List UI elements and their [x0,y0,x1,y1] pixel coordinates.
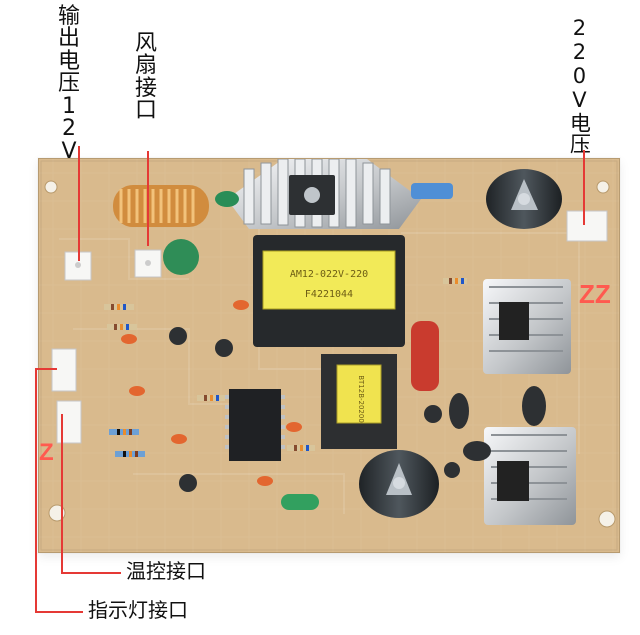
connector-output [64,251,92,281]
line-indicator-vertical [35,368,37,613]
line-temp-vertical [61,414,63,574]
temp-control-label: 温控接口 [126,559,206,583]
inductor-coil [113,185,209,227]
right-heatsink-lower [484,427,576,525]
pcb-illustration: AM12-022V-220 F4221044 [39,158,619,552]
line-fan-vertical [147,151,149,246]
line-temp-bottom [61,572,121,574]
transformer-code-1: AM12-022V-220 [290,269,368,280]
connector-fan [134,249,162,278]
red-zz-top: ZZ [579,279,611,309]
red-capacitor [411,321,439,391]
right-heatsink-upper [483,279,571,374]
top-heatsink [227,158,421,229]
transformer-code-2: F4221044 [305,289,353,300]
small-transformer-code: BT12B-20200 [357,375,365,423]
output-voltage-label: 输出电压12V [57,4,80,164]
pcb-board: AM12-022V-220 F4221044 [38,158,620,553]
line-indicator-bottom [35,611,83,613]
mains-voltage-label: 220V电压 [567,16,592,154]
small-components [104,191,546,510]
red-zz-left: Z [39,439,54,466]
bulk-capacitor-bottom [359,450,439,518]
fan-interface-label: 风扇接口 [134,31,157,124]
transformer: AM12-022V-220 F4221044 [253,235,405,347]
ic-chip [229,389,281,461]
line-output-vertical [78,146,80,261]
indicator-label: 指示灯接口 [88,598,188,622]
connector-220v [566,210,608,242]
bulk-capacitor-top [486,169,562,229]
line-indicator-top [35,368,57,370]
line-220v-vertical [583,150,585,225]
connector-indicator [51,348,77,392]
